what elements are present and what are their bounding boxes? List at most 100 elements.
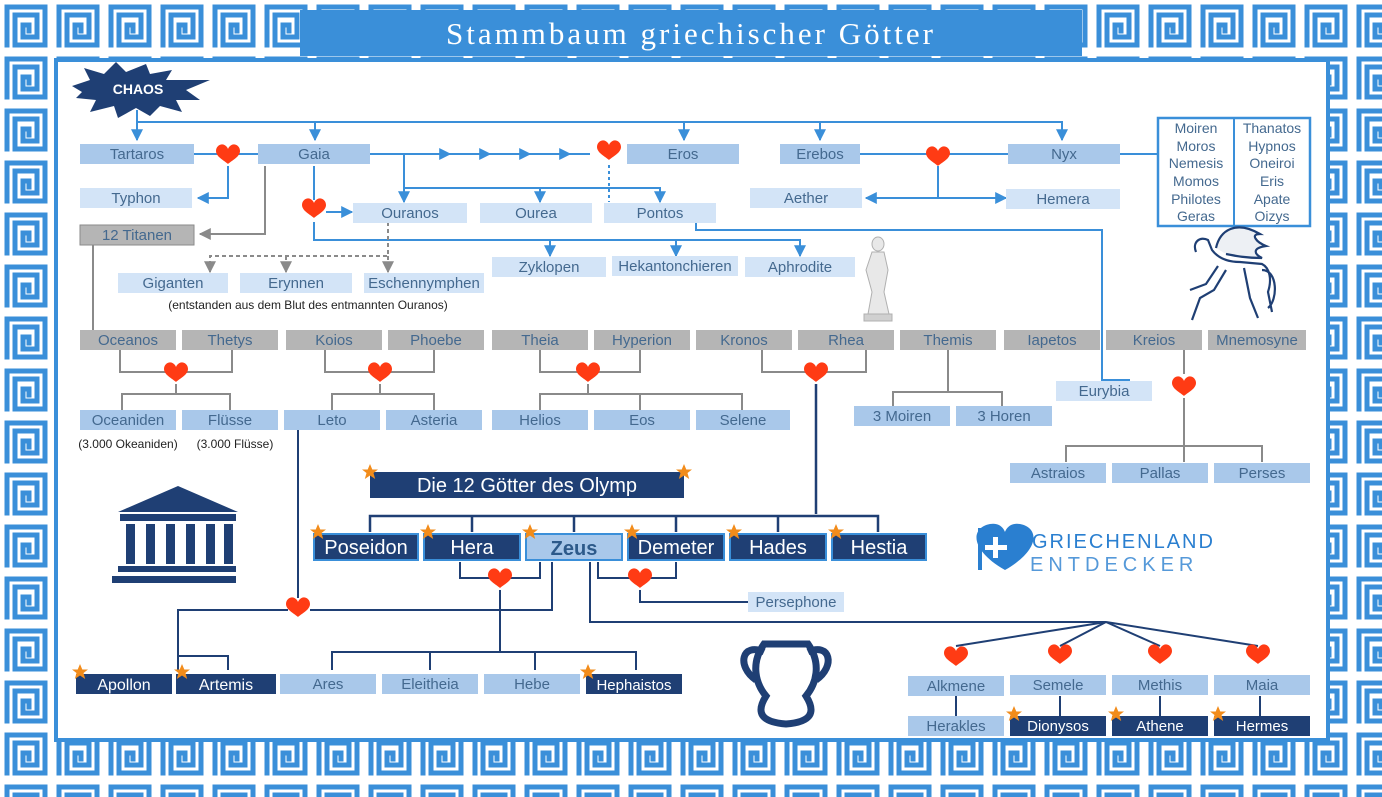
node-eurybia: Eurybia [1079,383,1131,400]
griechenland-entdecker-logo: GRIECHENLAND ENTDECKER [976,523,1215,576]
node-apollon: Apollon [97,677,150,694]
page-title: Stammbaum griechischer Götter [446,16,936,51]
titan-children: Oceaniden Flüsse (3.000 Okeaniden) (3.00… [78,381,1310,483]
node-leto: Leto [317,412,346,429]
node-eleitheia: Eleitheia [401,676,459,693]
titan-themis: Themis [923,332,972,349]
titan-lines [92,166,266,330]
node-asteria: Asteria [411,412,458,429]
node-aether: Aether [784,190,828,207]
node-nyx: Nyx [1051,146,1077,163]
nyx-child: Moiren [1175,120,1218,136]
titan-koios: Koios [315,332,353,349]
fluesse-note: (3.000 Flüsse) [197,437,274,451]
olympians: Poseidon Hera Zeus Demeter Hades Hestia [313,533,927,561]
titan-theia: Theia [521,332,559,349]
node-typhon: Typhon [111,190,160,207]
nyx-child: Nemesis [1169,155,1223,171]
node-zyklopen: Zyklopen [519,259,580,276]
nyx-child: Geras [1177,208,1215,224]
node-hebe: Hebe [514,676,550,693]
primordial-boxes: Tartaros Gaia Eros Erebos Nyx Typhon 12 … [79,144,1120,246]
node-okeaniden: Oceaniden [92,412,165,429]
leto-children: Apollon Artemis [72,664,276,694]
chaos-node: CHAOS [72,62,210,118]
olympian-hades: Hades [749,537,807,559]
node-ares: Ares [313,676,344,693]
titan-thetys: Thetys [207,332,252,349]
zeus-partners: Alkmene Semele Methis Maia Herakles Dion… [908,675,1310,736]
titan-couple-lines [119,350,1263,462]
partner-semele: Semele [1033,677,1084,694]
child-dionysos: Dionysos [1027,718,1089,735]
nyx-child: Moros [1177,138,1216,154]
node-hephaistos: Hephaistos [596,677,671,694]
node-eschennymphen: Eschennymphen [368,275,480,292]
nyx-child: Thanatos [1243,120,1301,136]
node-erebos: Erebos [796,146,844,163]
titan-oceanos: Oceanos [98,332,158,349]
titan-row: Oceanos Thetys Koios Phoebe Theia Hyperi… [80,330,1306,350]
child-herakles: Herakles [926,718,985,735]
olympian-demeter: Demeter [638,537,715,559]
node-artemis: Artemis [199,677,253,694]
partner-maia: Maia [1246,677,1279,694]
node-eos: Eos [629,412,655,429]
titan-hyperion: Hyperion [612,332,672,349]
node-hemera: Hemera [1036,191,1090,208]
vase-icon [740,640,832,728]
partner-methis: Methis [1138,677,1182,694]
temple-icon [112,486,238,583]
node-persephone: Persephone [756,594,837,611]
node-helios: Helios [519,412,561,429]
partner-alkmene: Alkmene [927,678,985,695]
olympian-poseidon: Poseidon [324,537,407,559]
child-athene: Athene [1136,718,1184,735]
logo-line2: ENTDECKER [1030,554,1198,576]
statue-icon [863,236,893,322]
node-gaia: Gaia [298,146,330,163]
node-selene: Selene [720,412,767,429]
olympian-lines [368,384,880,532]
nyx-child: Oizys [1255,208,1290,224]
titan-iapetos: Iapetos [1027,332,1076,349]
okeaniden-note: (3.000 Okeaniden) [78,437,177,451]
node-pontos: Pontos [637,205,684,222]
node-eros: Eros [668,146,699,163]
node-ouranos: Ouranos [381,205,439,222]
node-3-moiren: 3 Moiren [873,408,931,425]
nyx-child: Oneiroi [1249,155,1294,171]
pegasus-icon [1189,226,1276,321]
olymp-header: Die 12 Götter des Olymp [362,464,692,498]
node-astraios: Astraios [1031,465,1085,482]
persephone-node: Persephone [748,592,844,612]
node-fluesse: Flüsse [208,412,252,429]
titan-kronos: Kronos [720,332,768,349]
node-tartaros: Tartaros [110,146,164,163]
nyx-children-panel: Moiren Moros Nemesis Momos Philotes Gera… [1156,116,1312,228]
node-hekatoncheiren: Hekantonchieren [618,258,731,275]
olympian-hera: Hera [450,537,494,559]
olympian-hestia: Hestia [851,537,909,559]
chaos-label: CHAOS [113,81,164,97]
nyx-child: Eris [1260,173,1284,189]
second-generation: Giganten Erynnen Eschennymphen (entstand… [118,256,855,312]
titan-rhea: Rhea [828,332,865,349]
olympian-zeus: Zeus [551,538,598,560]
node-titanen: 12 Titanen [102,227,172,244]
child-hermes: Hermes [1236,718,1289,735]
blood-note: (entstanden aus dem Blut des entmannten … [168,298,448,312]
titan-mnemosyne: Mnemosyne [1216,332,1298,349]
node-pallas: Pallas [1140,465,1181,482]
logo-line1: GRIECHENLAND [1032,531,1215,553]
node-perses: Perses [1239,465,1286,482]
node-3-horen: 3 Horen [977,408,1030,425]
nyx-child: Hypnos [1248,138,1295,154]
titan-phoebe: Phoebe [410,332,462,349]
connector-lines [131,110,1158,381]
blood-lines [204,222,394,274]
nyx-child: Momos [1173,173,1219,189]
nyx-child: Apate [1254,191,1291,207]
